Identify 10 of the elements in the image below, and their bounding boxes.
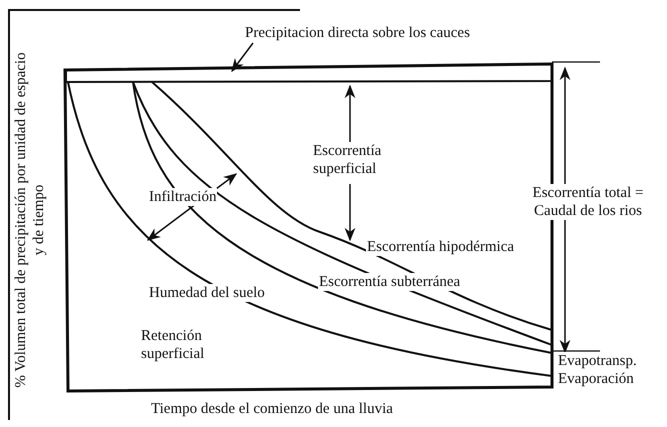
region-label: Escorrentía hipodérmica xyxy=(366,238,516,256)
region-label: Evapotransp. xyxy=(557,352,638,370)
axis-title: Tiempo desde el comienzo de una lluvia xyxy=(150,400,394,418)
region-label: Humedad del suelo xyxy=(148,284,266,302)
region-label: Infiltración xyxy=(148,188,218,206)
region-label: Escorrentía subterránea xyxy=(318,273,462,291)
leader-line xyxy=(231,42,254,72)
callout-text: Precipitacion directa sobre los cauces xyxy=(245,24,520,42)
axis-title: % Volumen total de precipitación por unidad de espacio y de tiempo xyxy=(12,51,48,390)
region-label: Evaporación xyxy=(557,370,635,388)
